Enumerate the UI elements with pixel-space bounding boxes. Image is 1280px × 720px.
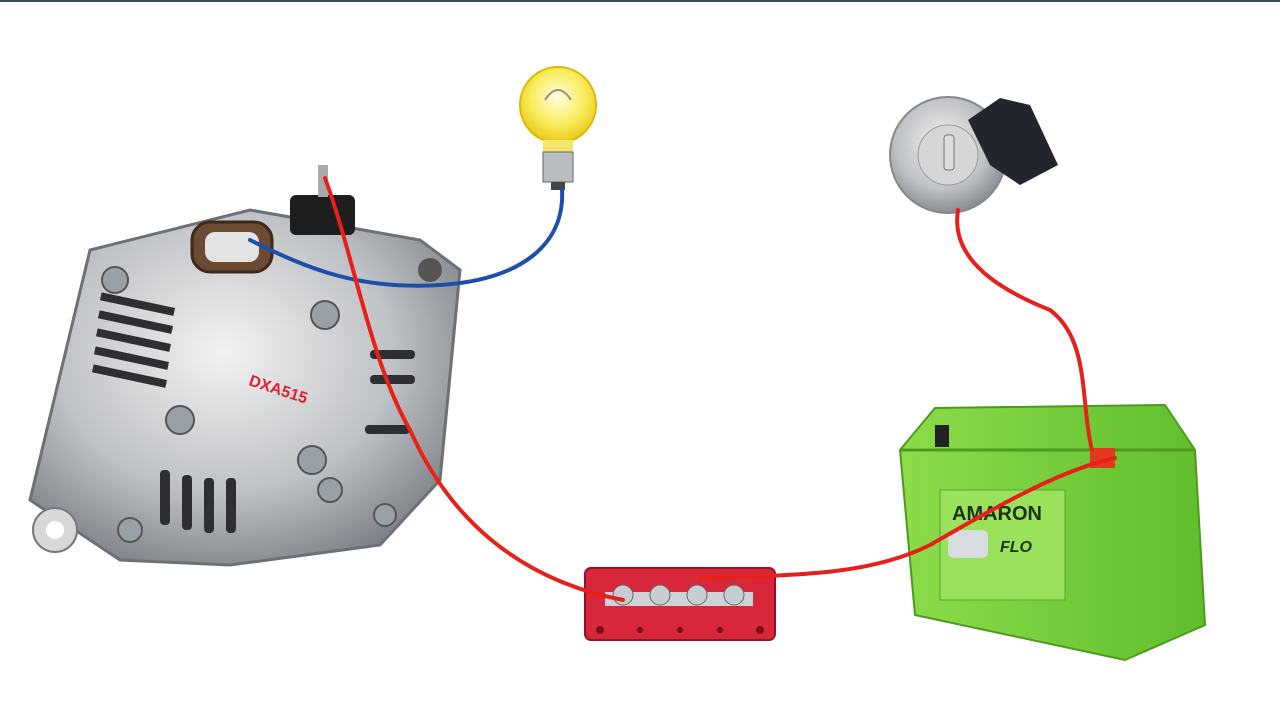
bus-bar: [584, 567, 776, 641]
bolts: [101, 266, 397, 543]
car-image: [948, 530, 988, 558]
cooling-vents: [91, 292, 415, 533]
battery: AMARON FLO: [898, 403, 1207, 662]
key-icon: [968, 98, 1058, 185]
warning-lamp-bulb: [519, 66, 597, 190]
red-wire-alternator-busbar: [323, 176, 625, 602]
b-plus-terminal: [290, 195, 355, 235]
red-wire-busbar-battery: [698, 456, 1117, 580]
top-border: [0, 0, 1280, 2]
blue-wire-lamp: [248, 188, 565, 288]
negative-terminal: [935, 425, 949, 447]
alternator: DXA515: [28, 165, 462, 567]
red-wire-ignition-battery: [955, 208, 1094, 452]
battery-series: FLO: [1000, 539, 1033, 556]
wires: [248, 176, 1117, 602]
ignition-switch: [889, 96, 1058, 214]
